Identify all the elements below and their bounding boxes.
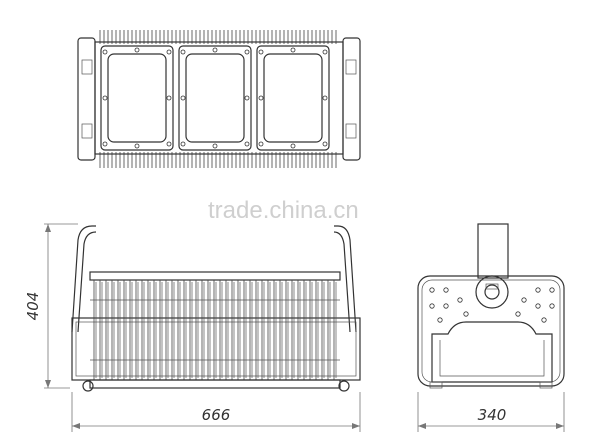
left-bracket [77, 37, 96, 161]
side-bolt [535, 303, 541, 309]
module-bolt [290, 143, 296, 149]
side-bolt [541, 317, 547, 323]
front-foot-right [338, 380, 350, 392]
side-view [417, 223, 565, 389]
stirrup-right [334, 225, 357, 333]
front-bottom-bar [89, 379, 341, 389]
side-pole [477, 223, 509, 279]
module-bolt [258, 95, 264, 101]
lens-modules [100, 45, 330, 151]
side-front-inner [439, 340, 545, 377]
arrow-side-right [556, 423, 564, 429]
arrow-side-left [418, 423, 426, 429]
module-bolt [244, 141, 250, 147]
top-fins-lower [99, 152, 337, 168]
side-front-cutout [431, 321, 553, 383]
module-bolt [180, 95, 186, 101]
module-bolt [258, 49, 264, 55]
module-bolt [166, 141, 172, 147]
module-bolt [244, 49, 250, 55]
module-lens [107, 53, 167, 143]
height-label: 404 [24, 292, 42, 321]
module-lens [185, 53, 245, 143]
module-frame [178, 45, 252, 151]
pivot-knob [484, 284, 500, 300]
stirrup-right-inner [333, 231, 351, 333]
module-bolt [290, 47, 296, 53]
height-dimension: 404 [24, 223, 78, 389]
module-bolt [102, 141, 108, 147]
side-bolt [463, 311, 469, 317]
right-mount-upper [345, 59, 357, 75]
module-bolt [102, 95, 108, 101]
arrow-right [352, 423, 360, 429]
watermark-text: trade.china.cn [208, 197, 359, 224]
module-bolt [212, 143, 218, 149]
front-fins [90, 280, 340, 380]
side-bolt [443, 287, 449, 293]
module-bolt [166, 95, 172, 101]
arrow-left [72, 423, 80, 429]
module-frame [100, 45, 174, 151]
module-bolt [322, 95, 328, 101]
side-bolt [437, 317, 443, 323]
module-bolt [258, 141, 264, 147]
stirrup-left [71, 225, 96, 333]
left-mount-upper [81, 59, 93, 75]
module-frame [256, 45, 330, 151]
side-bolt [429, 287, 435, 293]
side-bolt [457, 297, 463, 303]
module-bolt [134, 47, 140, 53]
arrow-down [45, 380, 51, 388]
arrow-up [45, 224, 51, 232]
side-foot-left [429, 381, 443, 389]
pivot-slot [485, 283, 499, 290]
right-bracket [342, 37, 361, 161]
left-mount-lower [81, 123, 93, 139]
side-bolts [429, 287, 555, 323]
module-bolt [244, 95, 250, 101]
module-bolt [134, 143, 140, 149]
width-dimension: 666 [71, 392, 361, 432]
side-bolt [535, 287, 541, 293]
side-foot-right [539, 381, 553, 389]
top-view [77, 30, 361, 168]
module-bolt [180, 49, 186, 55]
module-bolt [102, 49, 108, 55]
width-label: 666 [202, 406, 231, 424]
side-housing-inner [421, 279, 561, 383]
front-top-bar [89, 271, 341, 281]
front-foot-left [82, 380, 94, 392]
depth-dimension: 340 [417, 392, 565, 432]
stirrup-left-inner [77, 231, 97, 333]
right-mount-lower [345, 123, 357, 139]
top-body [94, 41, 344, 155]
module-bolt [322, 141, 328, 147]
module-lens [263, 53, 323, 143]
side-bolt [549, 287, 555, 293]
module-bolt [322, 49, 328, 55]
side-bolt [549, 303, 555, 309]
module-bolt [166, 49, 172, 55]
side-bolt [521, 297, 527, 303]
pivot-hub [475, 275, 509, 309]
side-bolt [443, 303, 449, 309]
depth-label: 340 [478, 406, 507, 424]
side-bolt [515, 311, 521, 317]
side-bolt [429, 303, 435, 309]
front-view [71, 225, 361, 392]
module-bolt [180, 141, 186, 147]
module-bolt [212, 47, 218, 53]
